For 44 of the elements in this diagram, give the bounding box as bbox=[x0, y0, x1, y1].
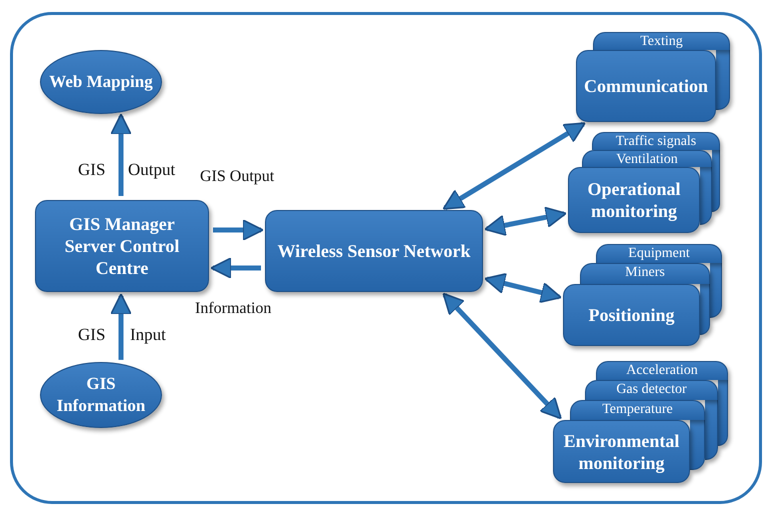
edge-label: Information bbox=[195, 300, 272, 318]
arrow bbox=[110, 113, 132, 196]
process-box bbox=[568, 167, 700, 233]
arrow-label: Input bbox=[130, 325, 166, 345]
process-box bbox=[265, 210, 483, 292]
edge-label: GIS Output bbox=[200, 168, 274, 186]
stacked-card bbox=[592, 132, 720, 150]
node-text: GIS Information bbox=[56, 373, 146, 417]
arrow bbox=[442, 292, 562, 420]
node-text: Operational monitoring bbox=[586, 178, 682, 222]
node-text: Environmental monitoring bbox=[562, 430, 680, 474]
arrow bbox=[210, 257, 261, 279]
arrow-label: Output bbox=[128, 160, 176, 180]
arrow-label: GIS bbox=[78, 160, 106, 180]
stacked-card bbox=[596, 244, 722, 263]
node-text: Positioning bbox=[588, 304, 675, 326]
stacked-card bbox=[585, 380, 718, 400]
node-text: Ventilation bbox=[616, 151, 678, 168]
arrow-label: GIS bbox=[78, 325, 106, 345]
arrow bbox=[484, 272, 562, 304]
arrow bbox=[442, 122, 586, 210]
process-box bbox=[563, 284, 700, 346]
process-box bbox=[576, 50, 716, 122]
stacked-card bbox=[593, 32, 730, 50]
arrow bbox=[110, 293, 132, 360]
node-text: Acceleration bbox=[626, 362, 698, 379]
process-box bbox=[553, 420, 690, 483]
node-text: Temperature bbox=[602, 401, 673, 418]
arrow bbox=[484, 206, 567, 236]
node-text: Communication bbox=[584, 75, 708, 97]
node-text: Traffic signals bbox=[616, 133, 696, 150]
arrow bbox=[213, 219, 264, 241]
stacked-card bbox=[570, 400, 705, 420]
stacked-card bbox=[596, 361, 728, 380]
node-text: Wireless Sensor Network bbox=[278, 240, 470, 262]
node-text: GIS Manager Server Control Centre bbox=[64, 213, 180, 279]
node-text: Gas detector bbox=[616, 381, 687, 398]
process-box bbox=[35, 200, 209, 292]
node-text: Miners bbox=[625, 264, 665, 281]
node-text: Web Mapping bbox=[49, 71, 153, 93]
stacked-card bbox=[580, 263, 710, 284]
node-text: Equipment bbox=[628, 245, 690, 262]
node-text: Texting bbox=[640, 33, 683, 50]
stacked-card bbox=[582, 150, 712, 167]
